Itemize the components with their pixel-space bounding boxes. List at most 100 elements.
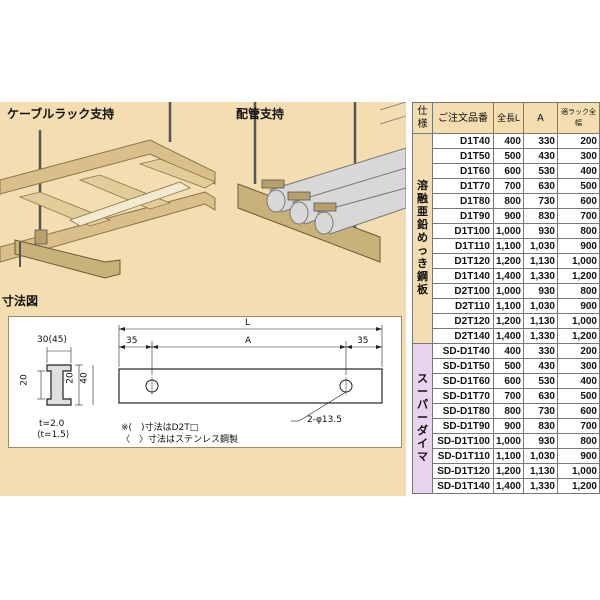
model-cell: D1T120	[432, 253, 494, 269]
a-cell: 430	[523, 148, 558, 164]
rack-width-cell: 500	[557, 178, 600, 194]
length-cell: 1,000	[493, 283, 524, 299]
length-cell: 1,400	[493, 268, 524, 284]
model-cell: SD-D1T40	[432, 343, 494, 359]
rack-width-cell: 800	[557, 223, 600, 239]
length-cell: 600	[493, 163, 524, 179]
length-cell: 400	[493, 133, 524, 149]
rack-width-cell: 1,000	[557, 463, 600, 479]
a-cell: 1,130	[523, 463, 558, 479]
width-dim: 30(45)	[37, 335, 67, 345]
model-cell: D2T140	[432, 328, 494, 344]
rack-width-cell: 900	[557, 238, 600, 254]
length-cell: 1,200	[493, 463, 524, 479]
length-cell: 1,000	[493, 433, 524, 449]
length-cell: 500	[493, 148, 524, 164]
a-cell: 830	[523, 208, 558, 224]
model-cell: D1T110	[432, 238, 494, 254]
header-model: ご注文品番	[432, 102, 494, 134]
model-cell: SD-D1T60	[432, 373, 494, 389]
a-cell: 630	[523, 178, 558, 194]
a-cell: 330	[523, 343, 558, 359]
rack-width-cell: 1,200	[557, 478, 600, 494]
model-cell: D1T90	[432, 208, 494, 224]
length-cell: 900	[493, 208, 524, 224]
thickness-1: t=2.0	[39, 419, 65, 429]
a-cell: 1,330	[523, 478, 558, 494]
height-inner-dim: 20	[65, 372, 76, 384]
model-cell: SD-D1T50	[432, 358, 494, 374]
thickness-2: ⟨t=1.5⟩	[37, 430, 70, 440]
rack-width-cell: 300	[557, 358, 600, 374]
length-A-label: A	[245, 336, 252, 346]
rack-width-cell: 500	[557, 388, 600, 404]
height-outer-dim: 40	[79, 372, 90, 384]
a-cell: 830	[523, 418, 558, 434]
a-cell: 630	[523, 388, 558, 404]
a-cell: 930	[523, 223, 558, 239]
rack-width-cell: 600	[557, 403, 600, 419]
a-cell: 530	[523, 163, 558, 179]
rack-width-cell: 900	[557, 298, 600, 314]
a-cell: 930	[523, 283, 558, 299]
length-cell: 900	[493, 418, 524, 434]
a-cell: 330	[523, 133, 558, 149]
model-cell: D2T100	[432, 283, 494, 299]
offset-right-label: 35	[357, 336, 369, 346]
a-cell: 930	[523, 433, 558, 449]
length-cell: 800	[493, 403, 524, 419]
rack-width-cell: 1,000	[557, 253, 600, 269]
length-cell: 1,100	[493, 298, 524, 314]
rack-width-cell: 200	[557, 343, 600, 359]
model-cell: D1T100	[432, 223, 494, 239]
a-cell: 430	[523, 358, 558, 374]
a-cell: 1,030	[523, 298, 558, 314]
group1-label: 溶融亜鉛めっき鋼板	[412, 133, 433, 344]
cable-rack-illustration	[0, 102, 216, 279]
offset-left-label: 35	[126, 336, 138, 346]
header-spec: 仕様	[412, 102, 433, 134]
model-cell: SD-D1T70	[432, 388, 494, 404]
pipe-support-illustration	[237, 102, 406, 263]
rack-width-cell: 1,200	[557, 328, 600, 344]
dimensions-label: 寸法図	[2, 294, 39, 308]
a-cell: 1,330	[523, 328, 558, 344]
model-cell: D1T50	[432, 148, 494, 164]
length-cell: 400	[493, 343, 524, 359]
table-header-row: 仕様 ご注文品番 全長L A 適ラック全幅	[412, 102, 600, 134]
group2-label: スーパーダイマ	[412, 343, 433, 494]
header-length: 全長L	[493, 102, 524, 134]
length-cell: 1,400	[493, 328, 524, 344]
length-cell: 1,200	[493, 253, 524, 269]
pipe-support-label: 配管支持	[236, 107, 285, 121]
note-2: 〈 〉寸法はステンレス鋼製	[121, 435, 239, 445]
model-cell: D1T140	[432, 268, 494, 284]
a-cell: 1,030	[523, 238, 558, 254]
model-cell: SD-D1T100	[432, 433, 494, 449]
hole-label: 2-φ13.5	[307, 415, 342, 425]
a-cell: 1,030	[523, 448, 558, 464]
model-cell: SD-D1T140	[432, 478, 494, 494]
cable-rack-label: ケーブルラック支持	[7, 107, 115, 121]
rack-width-cell: 700	[557, 208, 600, 224]
model-cell: D1T80	[432, 193, 494, 209]
rack-width-cell: 700	[557, 418, 600, 434]
length-cell: 800	[493, 193, 524, 209]
length-cell: 1,400	[493, 478, 524, 494]
a-cell: 530	[523, 373, 558, 389]
